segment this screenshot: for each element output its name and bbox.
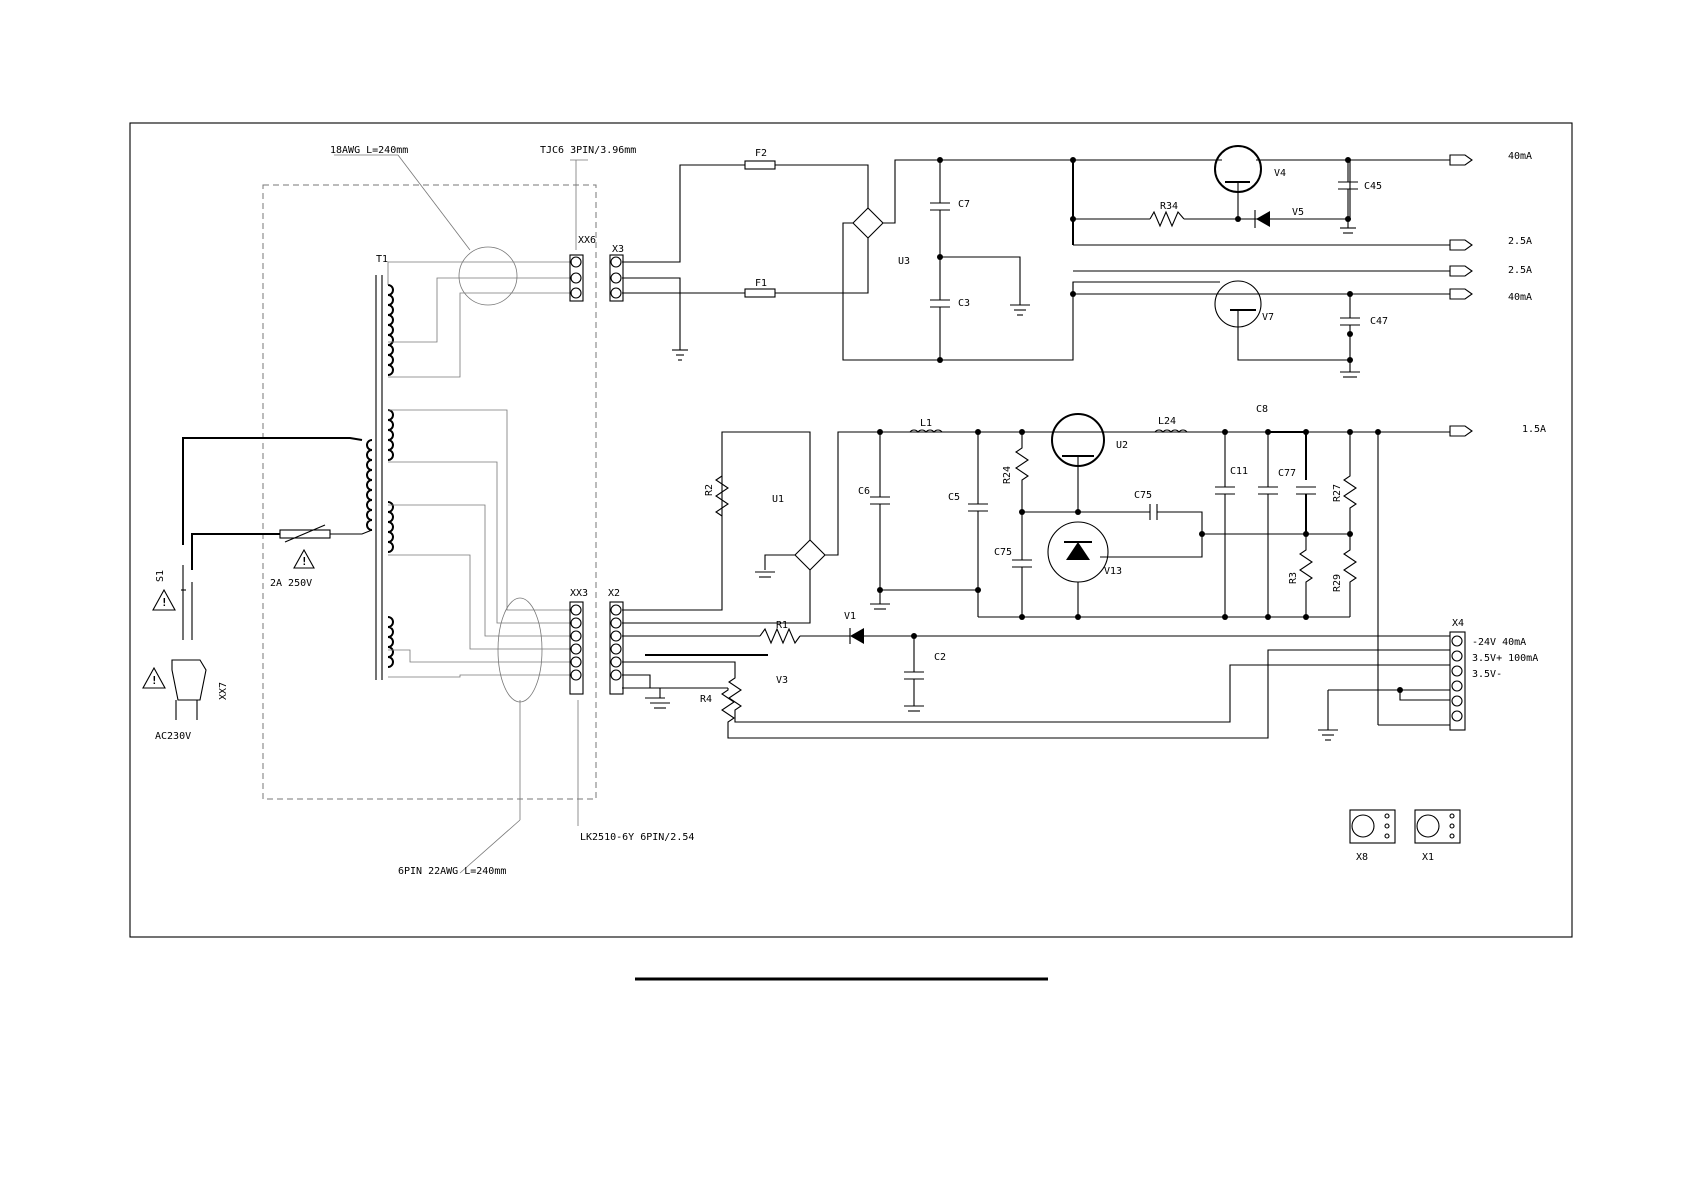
warning-icon: ! (294, 550, 314, 568)
ref-c45: C45 (1364, 181, 1382, 192)
output-2-label: 2.5A (1508, 236, 1532, 247)
mains-plug-xx7: XX7 AC230V (155, 660, 229, 742)
ref-xx7: XX7 (218, 682, 229, 700)
upper-filter-caps: C7 C3 U3 (898, 157, 1030, 363)
ref-r3: R3 (1288, 572, 1299, 584)
ref-x2: X2 (608, 588, 620, 599)
ref-r27: R27 (1332, 484, 1343, 502)
ref-x8: X8 (1356, 852, 1368, 863)
output-1-label: 40mA (1508, 151, 1532, 162)
ref-l24: L24 (1158, 416, 1176, 427)
warning-icon: ! (153, 590, 175, 610)
connector-x4: X4 -24V 40mA 3.5V+ 100mA 3.5V- (1450, 618, 1538, 730)
ref-u1: U1 (772, 494, 784, 505)
ref-c6: C6 (858, 486, 870, 497)
buzzer-x8: X8 (1350, 810, 1395, 863)
ref-r4: R4 (700, 694, 712, 705)
x4-pin2-label: 3.5V+ 100mA (1472, 653, 1538, 664)
ref-c8: C8 (1256, 404, 1268, 415)
ref-c75-b: C75 (994, 547, 1012, 558)
ref-s1: S1 (155, 570, 166, 582)
v7-output-stage: V7 C47 (1070, 281, 1450, 377)
output-5-label: 1.5A (1522, 424, 1546, 435)
ref-l1: L1 (920, 418, 932, 429)
ref-r34: R34 (1160, 201, 1178, 212)
ref-x3: X3 (612, 244, 624, 255)
x4-pin3-label: 3.5V- (1472, 669, 1502, 680)
u2-regulator: U2 L24 (1052, 414, 1450, 512)
ref-c11: C11 (1230, 466, 1248, 477)
cable-6pin: 6PIN 22AWG L=240mm (388, 410, 572, 877)
ref-f1: F1 (755, 278, 767, 289)
cable-18awg-label: 18AWG L=240mm (330, 145, 408, 156)
ref-u2: U2 (1116, 440, 1128, 451)
feedback-network: C11 C77 C8 R27 R3 R29 (978, 404, 1450, 725)
auxiliary-outputs: R1 C2 V3 R4 (622, 620, 1450, 740)
v13-reference: C75 C75 V13 (994, 490, 1202, 617)
secondary-coil-1 (388, 285, 393, 375)
secondary-coil-3 (388, 502, 393, 552)
ref-x1: X1 (1422, 852, 1434, 863)
ref-xx3: XX3 (570, 588, 588, 599)
ref-r29: R29 (1332, 574, 1343, 592)
svg-text:!: ! (161, 596, 168, 609)
ref-v13: V13 (1104, 566, 1122, 577)
ref-v5: V5 (1292, 207, 1304, 218)
connector-x3: X3 (610, 244, 624, 301)
ref-c2: C2 (934, 652, 946, 663)
svg-text:!: ! (301, 555, 308, 568)
transformer-enclosure (263, 185, 596, 799)
v4-output-stage: V4 R34 V5 C45 (1070, 146, 1450, 245)
ref-f2: F2 (755, 148, 767, 159)
output-3-label: 2.5A (1508, 265, 1532, 276)
lower-filter: L1 C6 C5 R24 V1 (844, 418, 1028, 622)
upper-rectifier-wiring: F2 F1 (622, 148, 868, 360)
ref-r2: R2 (704, 484, 715, 496)
svg-text:!: ! (151, 674, 158, 687)
lk2510-label: LK2510-6Y 6PIN/2.54 (580, 832, 694, 843)
ref-v4: V4 (1274, 168, 1286, 179)
output-4-label: 40mA (1508, 292, 1532, 303)
transformer-t1: T1 (367, 254, 393, 680)
connector-x2: X2 (608, 588, 623, 694)
ref-c5: C5 (948, 492, 960, 503)
tjc6-label: TJC6 3PIN/3.96mm (540, 145, 636, 156)
ref-u3: U3 (898, 256, 910, 267)
buzzer-x1: X1 (1415, 810, 1460, 863)
lower-rectifier: R2 U1 (622, 432, 1218, 623)
warning-icon: ! (143, 668, 165, 688)
x4-pin1-label: -24V 40mA (1472, 637, 1526, 648)
ref-v7: V7 (1262, 312, 1274, 323)
connector-xx3: XX3 LK2510-6Y 6PIN/2.54 (570, 588, 694, 843)
cable-18awg: 18AWG L=240mm (330, 145, 572, 377)
secondary-coil-4 (388, 617, 393, 667)
ref-v1: V1 (844, 611, 856, 622)
ref-x4: X4 (1452, 618, 1464, 629)
ref-v3: V3 (776, 675, 788, 686)
primary-coil (367, 440, 372, 530)
ref-r1: R1 (776, 620, 788, 631)
ref-c3: C3 (958, 298, 970, 309)
cable-6pin-label: 6PIN 22AWG L=240mm (398, 866, 506, 877)
ref-c7: C7 (958, 199, 970, 210)
ref-xx6: XX6 (578, 235, 596, 246)
ref-t1: T1 (376, 254, 388, 265)
ref-r24: R24 (1002, 466, 1013, 484)
ref-c47: C47 (1370, 316, 1388, 327)
secondary-coil-2 (388, 410, 393, 460)
ref-c75-a: C75 (1134, 490, 1152, 501)
ref-c77: C77 (1278, 468, 1296, 479)
mains-label: AC230V (155, 731, 191, 742)
fuse-rating-label: 2A 250V (270, 578, 312, 589)
